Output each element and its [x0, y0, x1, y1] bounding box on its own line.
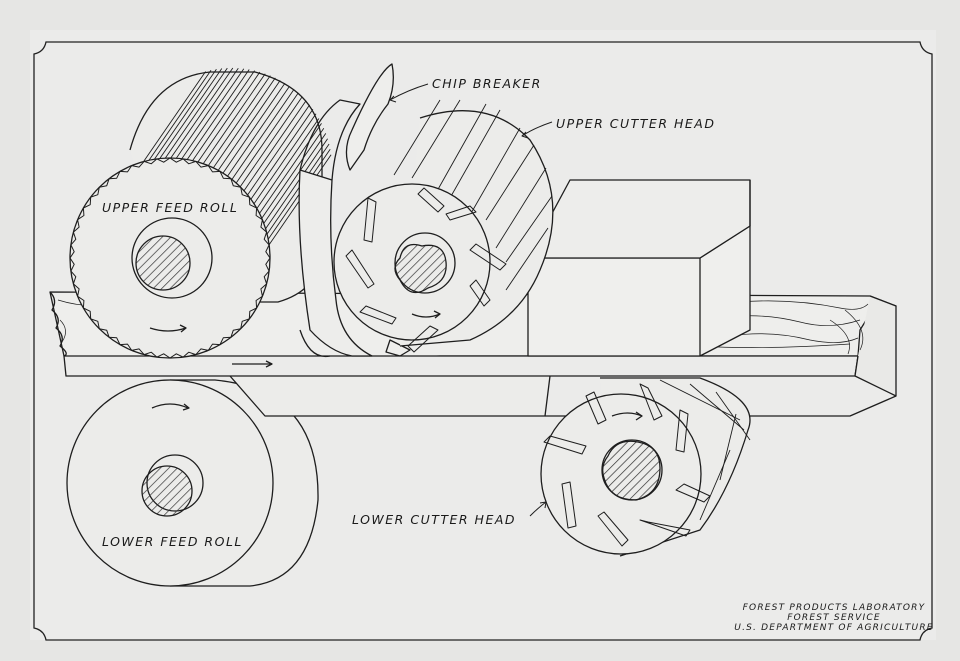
upper-cutter-head	[333, 99, 554, 353]
upper-cutter-rotation-arrow	[411, 313, 441, 318]
feed-roll-flute	[235, 92, 299, 184]
lower-feed-roll	[66, 379, 319, 587]
feed-roll-flute	[212, 77, 276, 169]
planed-block	[527, 179, 751, 357]
lower-feed-roll-label: LOWER FEED ROLL	[102, 534, 243, 549]
feed-roll-flute	[250, 109, 314, 200]
feed-roll-flute	[207, 75, 271, 166]
feed-roll-flute	[222, 82, 286, 174]
upper-cutter-shaft	[394, 243, 447, 294]
feed-roll-flute	[239, 96, 303, 188]
credit-block: FOREST PRODUCTS LABORATORY FOREST SERVIC…	[734, 603, 933, 633]
chip-breaker-label: CHIP BREAKER	[432, 76, 542, 91]
feed-roll-flute	[243, 100, 307, 191]
chip-breaker	[298, 63, 411, 358]
feed-roll-flute	[154, 68, 217, 160]
credit-line-2: FOREST SERVICE	[787, 613, 881, 623]
feed-roll-flute	[231, 89, 295, 180]
lower-feed-roll-shaft	[141, 465, 193, 517]
feed-roll-flute	[143, 71, 206, 162]
feed-roll-flute	[247, 104, 310, 196]
feed-roll-flute	[202, 73, 266, 164]
leader-lines	[389, 83, 553, 517]
lower-feed-roll-rotation-arrow	[151, 403, 189, 409]
drawing-border	[33, 41, 933, 641]
feed-roll-flute	[217, 80, 281, 171]
feed-roll-flute	[181, 68, 245, 159]
feed-roll-flute	[170, 67, 234, 159]
upper-feed-roll	[69, 67, 332, 359]
feed-roll-flute	[197, 71, 261, 163]
feed-roll-flute	[192, 70, 255, 161]
upper-feed-roll-shaft	[135, 235, 191, 291]
feed-roll-flute	[263, 133, 327, 224]
upper-feed-roll-rotation-arrow	[149, 327, 187, 332]
upper-cutter-leader	[521, 121, 553, 137]
feed-roll-flute	[253, 113, 317, 205]
upper-feed-roll-label: UPPER FEED ROLL	[102, 200, 238, 215]
feed-roll-flute	[159, 68, 223, 159]
credit-line-1: FOREST PRODUCTS LABORATORY	[743, 603, 926, 613]
feed-roll-flute	[175, 67, 239, 159]
lower-cutter-shaft	[602, 440, 661, 501]
feed-roll-flute	[266, 143, 330, 235]
feed-roll-flute	[186, 69, 250, 160]
chip-breaker-leader	[389, 83, 429, 101]
lower-cutter-head	[540, 377, 751, 557]
lower-cutter-head-label: LOWER CUTTER HEAD	[352, 512, 516, 527]
feed-roll-flute	[265, 138, 328, 229]
feed-roll-flute	[256, 118, 320, 209]
lower-cutter-leader	[529, 501, 547, 517]
feed-roll-flute	[148, 69, 212, 161]
feed-roll-flute	[227, 85, 290, 177]
feed-roll-flute	[164, 67, 228, 159]
upper-cutter-head-label: UPPER CUTTER HEAD	[556, 116, 715, 131]
credit-line-3: U.S. DEPARTMENT OF AGRICULTURE	[734, 623, 933, 633]
feed-roll-flute	[261, 128, 325, 219]
